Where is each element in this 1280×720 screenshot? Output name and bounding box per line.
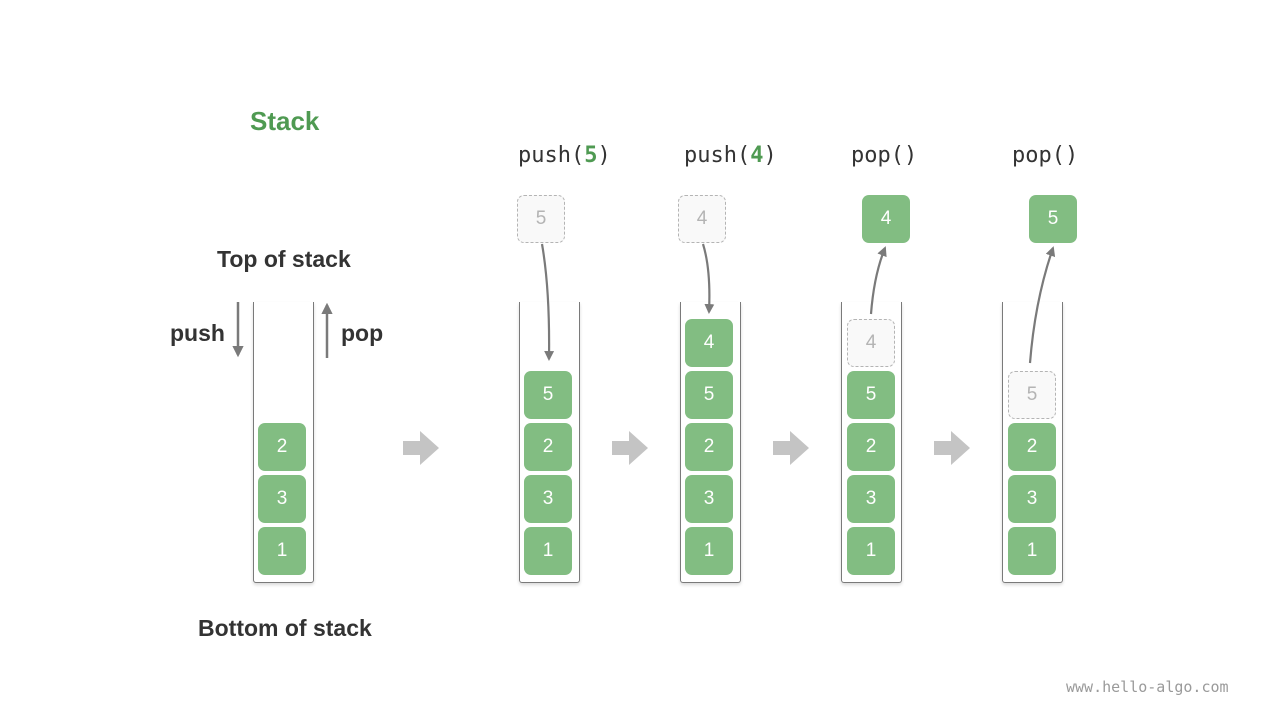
op-label-push-5: push(5) [518,143,611,168]
transition-arrow [773,431,809,465]
op-name: pop() [1012,143,1079,168]
stack-item: 5 [685,371,733,419]
op-name: pop() [851,143,918,168]
stack-item: 2 [847,423,895,471]
op-label-push-4: push(4) [684,143,777,168]
stack-container-pop-2 [1002,302,1063,583]
pop-1-arrow [869,246,887,315]
transition-arrow [934,431,970,465]
push-label: push [170,320,225,346]
stack-container-push-5 [519,302,580,583]
stack-item: 5 [524,371,572,419]
stack-item: 2 [524,423,572,471]
removed-item-ghost: 4 [847,319,895,367]
popped-item: 4 [862,195,910,243]
stack-item: 2 [258,423,306,471]
stack-container-push-4 [680,302,741,583]
stack-item: 1 [258,527,306,575]
op-name: push( [684,143,751,168]
op-close: ) [763,143,777,168]
op-arg: 4 [750,143,764,168]
stack-item: 4 [685,319,733,367]
top-of-stack-label: Top of stack [217,246,351,272]
stack-item: 3 [258,475,306,523]
pop-2-arrow [1028,246,1056,364]
stack-container-initial [253,302,314,583]
stack-item: 1 [1008,527,1056,575]
pop-label: pop [341,320,384,346]
op-name: push( [518,143,585,168]
stack-item: 1 [847,527,895,575]
incoming-item-ghost: 5 [517,195,565,243]
stack-item: 2 [1008,423,1056,471]
removed-item-ghost: 5 [1008,371,1056,419]
transition-arrow [403,431,439,465]
stack-item: 3 [1008,475,1056,523]
stack-item: 2 [685,423,733,471]
op-close: ) [597,143,611,168]
stack-item: 3 [524,475,572,523]
stack-item: 1 [685,527,733,575]
op-label-pop-1: pop() [851,143,917,168]
stack-item: 1 [524,527,572,575]
op-arg: 5 [584,143,598,168]
bottom-of-stack-label: Bottom of stack [198,615,372,641]
stack-item: 3 [685,475,733,523]
push-4-arrow [701,243,715,314]
watermark: www.hello-algo.com [1066,678,1229,696]
op-label-pop-2: pop() [1012,143,1078,168]
stack-item: 3 [847,475,895,523]
push-5-arrow [540,243,555,361]
stack-item: 5 [847,371,895,419]
transition-arrow [612,431,648,465]
incoming-item-ghost: 4 [678,195,726,243]
stack-container-pop-1 [841,302,902,583]
popped-item: 5 [1029,195,1077,243]
stack-title: Stack [250,106,320,136]
